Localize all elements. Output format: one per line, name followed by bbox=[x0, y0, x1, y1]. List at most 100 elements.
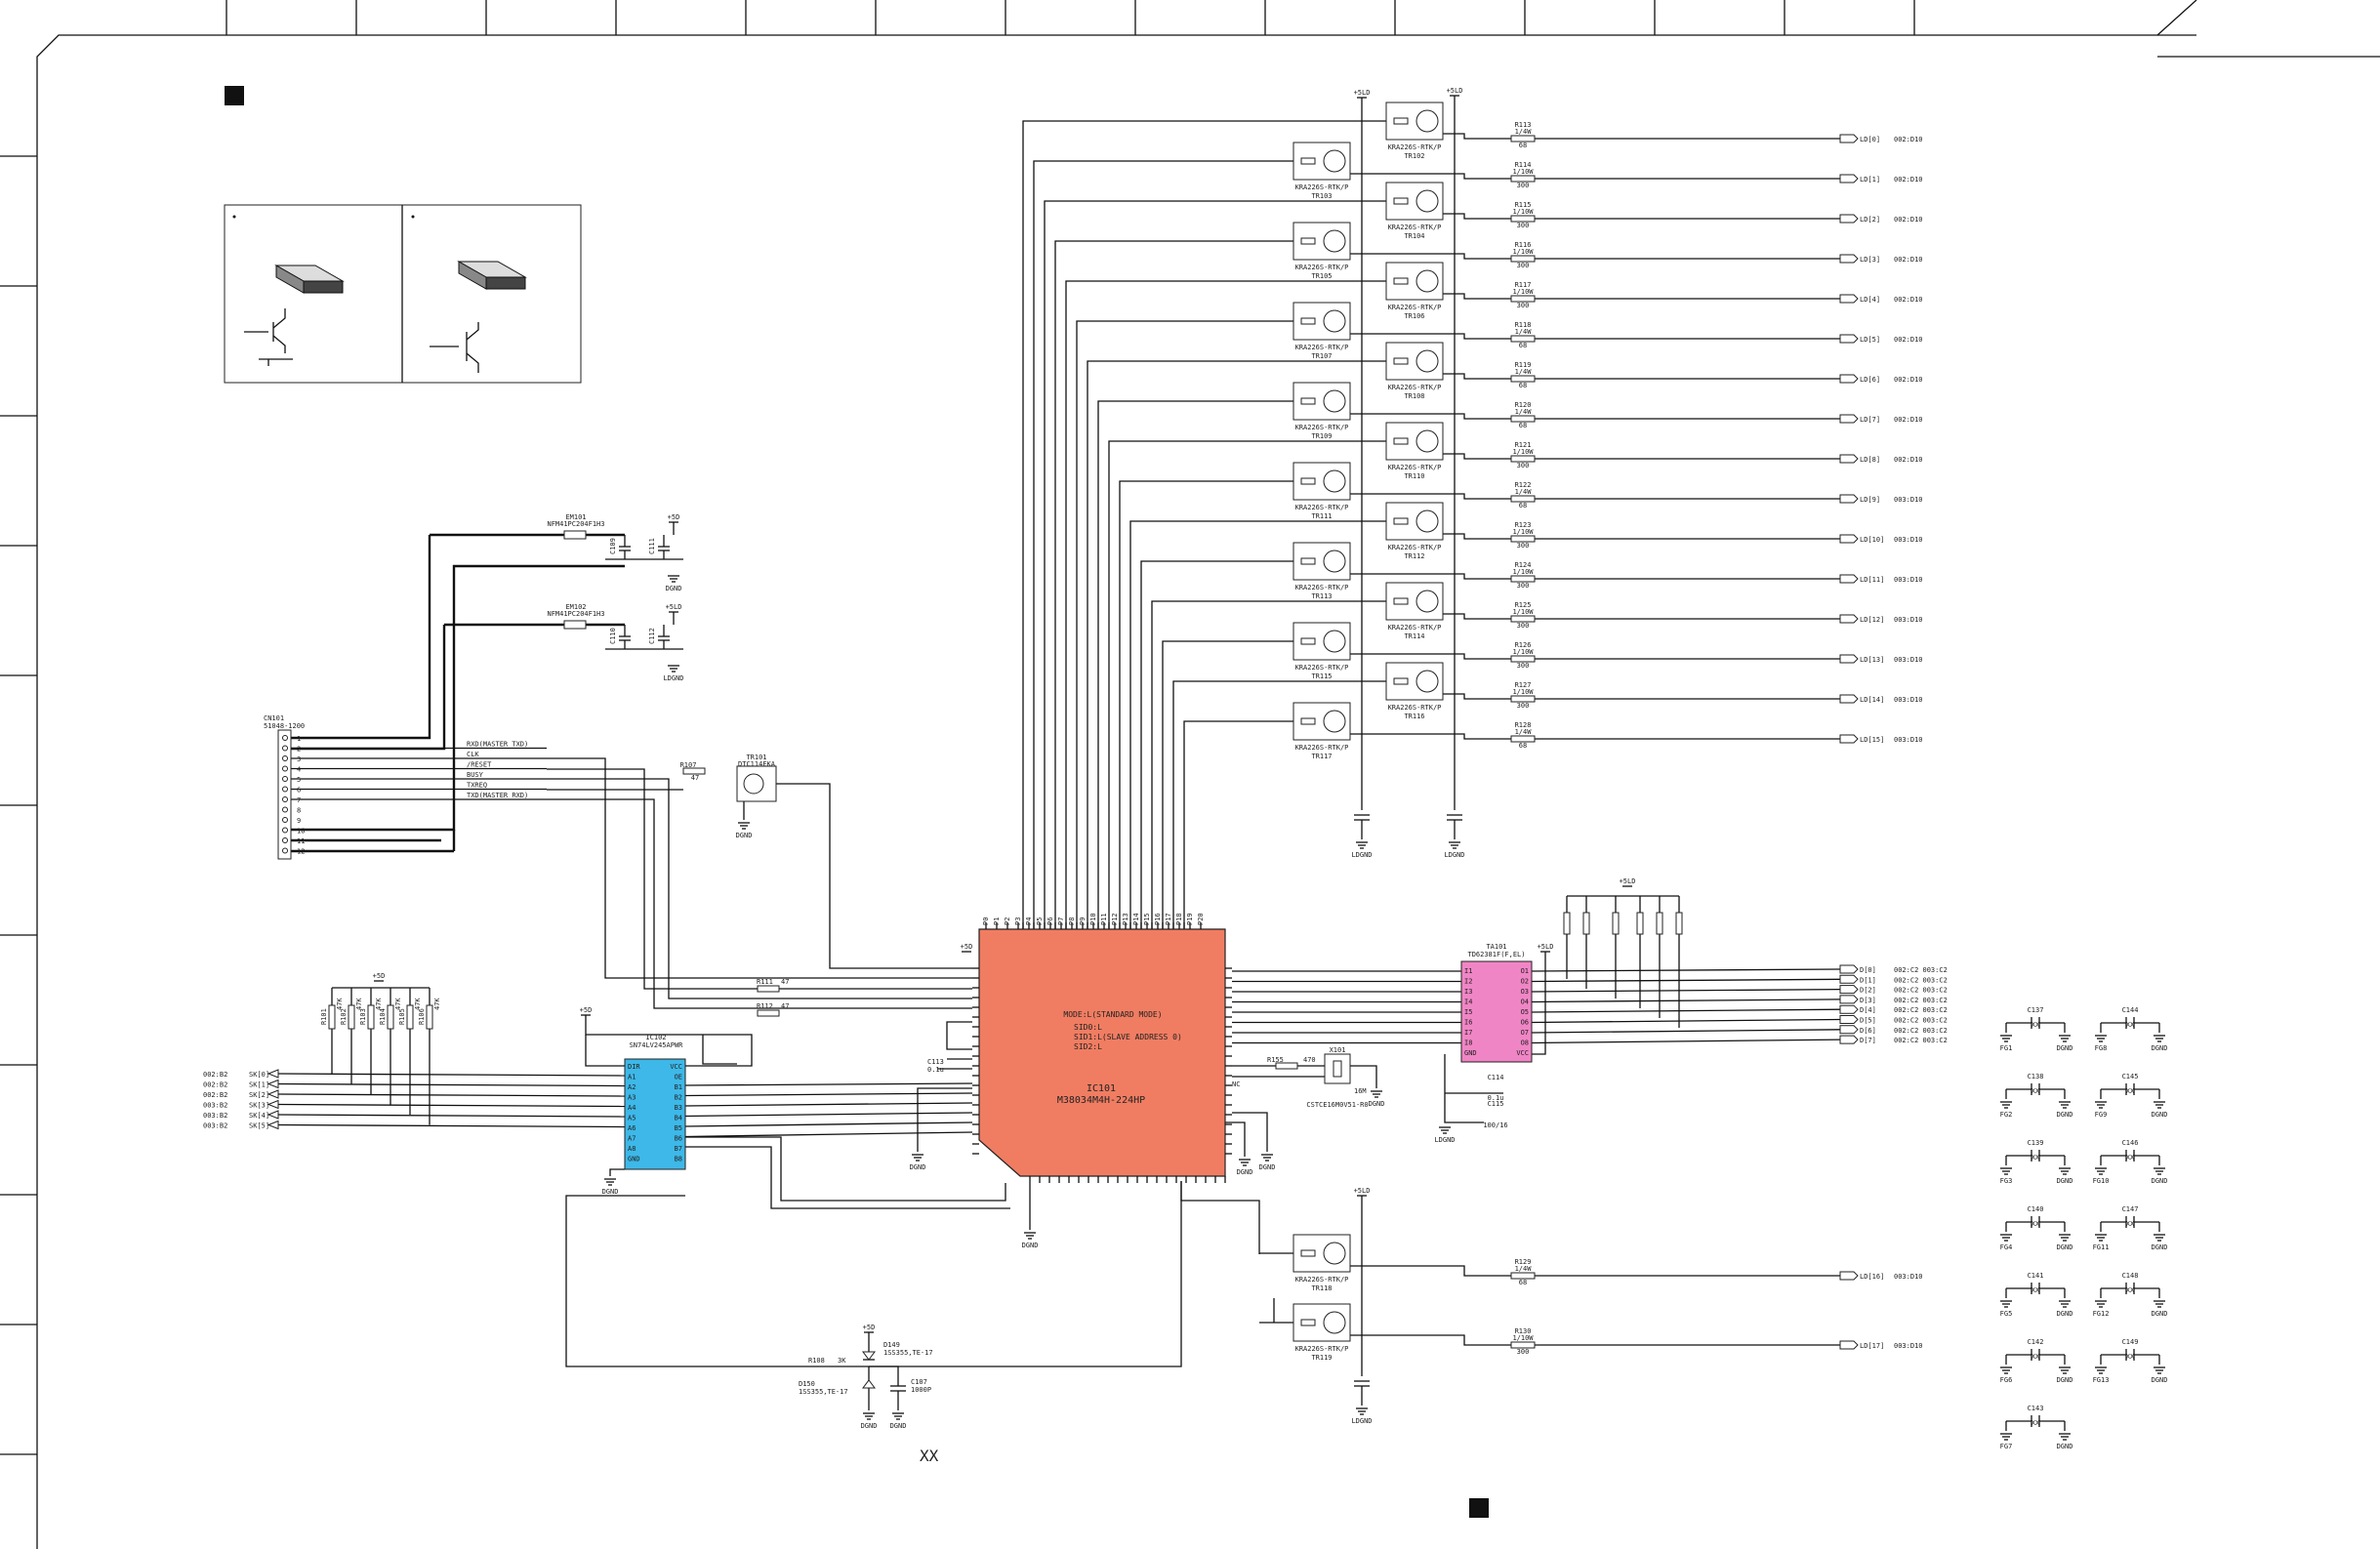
ic101-pin-name: P19 bbox=[1186, 913, 1194, 925]
output-wire bbox=[1531, 1008, 1841, 1013]
legend-wire bbox=[272, 308, 286, 329]
emc-cap-value-label: XX bbox=[2126, 1353, 2135, 1361]
reset-wire bbox=[565, 1181, 1182, 1367]
resistor-rating-label: 1/10W bbox=[1512, 448, 1534, 456]
c115-value-label: 100/16 bbox=[1483, 1121, 1507, 1129]
signal-label: LD[14] bbox=[1860, 696, 1884, 704]
transistor-bias-resistor bbox=[1300, 1319, 1316, 1326]
sot23-package-icon bbox=[485, 276, 526, 290]
output-wire bbox=[1531, 1039, 1841, 1044]
signal-label: D[1] bbox=[1860, 976, 1876, 984]
page-ref-label: 003:D10 bbox=[1894, 536, 1923, 544]
emc-cap-value-label: XX bbox=[2126, 1087, 2135, 1095]
ic101-pin-name: P9 bbox=[1079, 917, 1087, 925]
pullup-value-label: 47K bbox=[414, 998, 422, 1010]
signal-label: SK[4] bbox=[249, 1112, 269, 1120]
dgnd-label: DGND bbox=[2057, 1376, 2073, 1384]
ta101-part-label: TD62381F(F,EL) bbox=[1467, 951, 1525, 958]
resistor-rating-label: 1/4W bbox=[1515, 128, 1533, 136]
ic101-pin-name: P3 bbox=[1014, 917, 1022, 925]
resistor-r113 bbox=[1510, 135, 1536, 143]
transistor-bias-resistor bbox=[1393, 117, 1409, 125]
emc-cap-value-label: XX bbox=[2126, 1286, 2135, 1294]
connector-ld[11] bbox=[1839, 574, 1859, 584]
crystal-element bbox=[1333, 1060, 1342, 1078]
connector-ld[7] bbox=[1839, 414, 1859, 424]
frame-ground-label: FG1 bbox=[2000, 1044, 2013, 1052]
signal-label: LD[16] bbox=[1860, 1273, 1884, 1281]
bus-wire bbox=[1162, 640, 1293, 932]
resistor-rating-label: 1/4W bbox=[1515, 368, 1533, 376]
resistor-rating-label: 1/10W bbox=[1512, 248, 1534, 256]
resistor-value-label: 68 bbox=[1519, 342, 1527, 349]
pullup-value-label: 47K bbox=[355, 998, 363, 1010]
output-wire bbox=[1531, 978, 1841, 983]
txreq-wire bbox=[547, 798, 972, 1009]
dgnd-label: DGND bbox=[861, 1422, 878, 1430]
page-ref-label: 003:D10 bbox=[1894, 696, 1923, 704]
resistor-r122 bbox=[1510, 495, 1536, 503]
connector-ld[17] bbox=[1839, 1340, 1859, 1350]
output-wire bbox=[1443, 693, 1840, 700]
transistor-bias-resistor bbox=[1393, 517, 1409, 525]
transistor-part-label: KRA226S-RTK/P bbox=[1295, 183, 1349, 191]
signal-label: SK[3] bbox=[249, 1102, 269, 1110]
cn101-pin-number: 7 bbox=[297, 796, 301, 804]
transistor-part-label: KRA226S-RTK/P bbox=[1388, 143, 1442, 151]
ta101-pin-name: O3 bbox=[1521, 988, 1529, 996]
ta101-pin-name: I6 bbox=[1464, 1019, 1472, 1027]
signal-label: LD[17] bbox=[1860, 1342, 1884, 1350]
page-ref-label: 002:D10 bbox=[1894, 336, 1923, 344]
cn101-pin bbox=[282, 735, 288, 741]
page-ref-label: 002:D10 bbox=[1894, 136, 1923, 143]
ic101-pin-name: P17 bbox=[1165, 913, 1172, 925]
emc-cap-ref-label: C146 bbox=[2122, 1139, 2139, 1147]
reset-wire bbox=[547, 778, 972, 999]
transistor-bias-resistor bbox=[1393, 597, 1409, 605]
ic101-pin-name: P2 bbox=[1004, 917, 1011, 925]
cn101-pin-number: 6 bbox=[297, 787, 301, 795]
ta101-pin-name: O7 bbox=[1521, 1029, 1529, 1037]
em101-filter bbox=[563, 530, 587, 540]
page-ref-label: 002:D10 bbox=[1894, 296, 1923, 304]
signal-label: LD[11] bbox=[1860, 576, 1884, 584]
c113-value-label: 0.1u bbox=[927, 1066, 944, 1074]
cap-ref-label: C109 bbox=[609, 538, 617, 554]
connector-ld[12] bbox=[1839, 614, 1859, 624]
em102-filter bbox=[563, 620, 587, 630]
rail-5d-label: +5D bbox=[373, 972, 386, 980]
cap-ref-label: C110 bbox=[609, 628, 617, 644]
ic101-pin-name: P14 bbox=[1132, 913, 1140, 925]
frame-ground-label: FG2 bbox=[2000, 1111, 2013, 1119]
signal-label: LD[5] bbox=[1860, 336, 1880, 344]
dgnd-label: DGND bbox=[736, 832, 753, 839]
page-ref-label: 003:D10 bbox=[1894, 576, 1923, 584]
resistor-r117 bbox=[1510, 295, 1536, 303]
connector-ld[3] bbox=[1839, 254, 1859, 264]
sk-wire bbox=[277, 1082, 626, 1087]
ic101-pin-name: P18 bbox=[1175, 913, 1183, 925]
rail-5ld-label: +5LD bbox=[666, 603, 682, 611]
connector-ld[15] bbox=[1839, 734, 1859, 744]
connector-ld[5] bbox=[1839, 334, 1859, 344]
cap-wire bbox=[1444, 1054, 1484, 1123]
resistor-ref-label: R115 bbox=[1515, 201, 1532, 209]
ta101-pin-name: I5 bbox=[1464, 1008, 1472, 1016]
bus-wire bbox=[1151, 600, 1386, 932]
ic102-pin-name: A2 bbox=[628, 1083, 636, 1091]
sk-wire bbox=[277, 1103, 626, 1108]
legend-dot bbox=[232, 215, 236, 219]
cn101-pin-number: 2 bbox=[297, 746, 301, 754]
resistor-value-label: 68 bbox=[1519, 502, 1527, 510]
data-wire bbox=[684, 1092, 973, 1097]
transistor-ref-label: TR110 bbox=[1404, 472, 1424, 480]
page-ref-label: 002:C2 003:C2 bbox=[1894, 976, 1948, 984]
cn101-pin-number: 3 bbox=[297, 755, 301, 763]
connector-ld[1] bbox=[1839, 174, 1859, 183]
ic102-pin-name: A7 bbox=[628, 1135, 636, 1143]
ta101-pin-name: I3 bbox=[1464, 988, 1472, 996]
rail-5ld-label: +5LD bbox=[1354, 1187, 1371, 1195]
transistor-body bbox=[1323, 309, 1346, 333]
sot23-package-icon bbox=[303, 280, 344, 294]
data-wire bbox=[684, 1112, 973, 1118]
